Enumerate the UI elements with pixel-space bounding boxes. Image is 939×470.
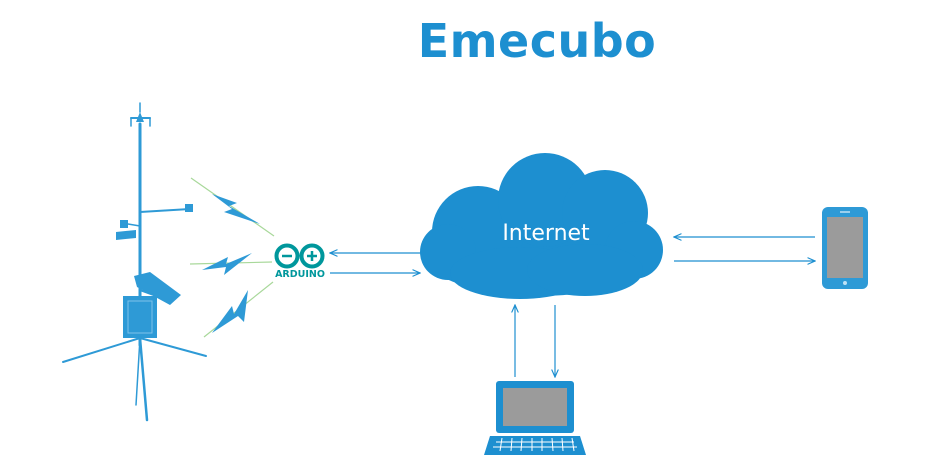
weather-station-icon xyxy=(62,102,207,422)
arduino-logo-icon: ARDUINO xyxy=(274,243,325,280)
cloud-icon: Internet xyxy=(420,153,663,299)
page-title: Emecubo xyxy=(417,14,657,68)
arduino-label: ARDUINO xyxy=(275,269,325,280)
smartphone-icon xyxy=(822,207,868,289)
wireless-signal-icon xyxy=(189,177,275,338)
laptop-icon xyxy=(484,381,586,455)
cloud-label: Internet xyxy=(502,221,590,246)
